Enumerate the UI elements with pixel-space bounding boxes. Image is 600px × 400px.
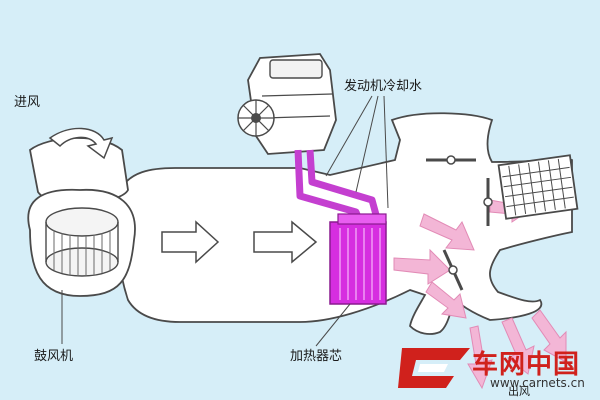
heater-core-label: 加热器芯 — [290, 349, 343, 364]
blower-label: 鼓风机 — [34, 349, 74, 364]
heated-airflow-arrows — [393, 194, 567, 390]
blower-unit — [27, 127, 136, 297]
engine-block — [237, 53, 337, 155]
blend-door — [442, 249, 464, 291]
brand-logo-mark — [398, 348, 470, 388]
flow-arrow-1 — [161, 220, 220, 264]
vent-door — [483, 178, 493, 226]
vent-grille — [497, 154, 579, 220]
defrost-door — [426, 155, 476, 165]
watermark-url: www.carnets.cn — [490, 376, 585, 390]
air-outlet-label: 出风 — [508, 385, 530, 398]
air-intake-label: 进风 — [14, 95, 41, 110]
watermark: 车网中国 www.carnets.cn — [398, 342, 598, 398]
heater-core — [315, 213, 387, 347]
intake-arrow — [48, 127, 114, 160]
watermark-name: 车网中国 — [472, 350, 581, 380]
coolant-leader-lines — [325, 95, 389, 209]
flow-arrow-2 — [253, 220, 318, 264]
engine-coolant-label: 发动机冷却水 — [344, 79, 423, 94]
